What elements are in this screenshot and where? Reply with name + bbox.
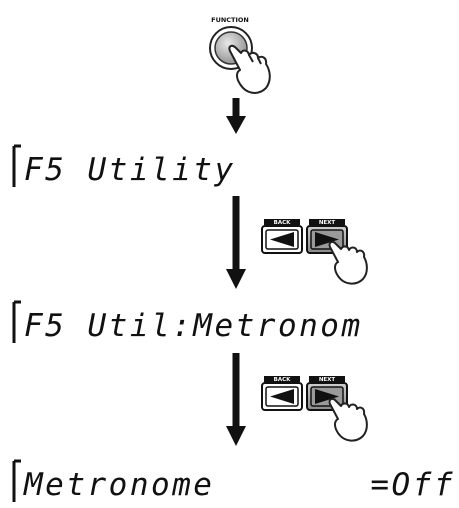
down-arrow-1 bbox=[226, 98, 246, 134]
pressing-hand-icon bbox=[228, 44, 271, 94]
function-button-label: FUNCTION bbox=[211, 16, 249, 24]
lcd-display-1-text: F5 Utility bbox=[24, 152, 236, 188]
lcd-display-2-text: F5 Util:Metronom bbox=[24, 308, 363, 344]
pressing-hand-icon bbox=[328, 240, 368, 285]
back-button-1[interactable]: BACK bbox=[261, 219, 303, 254]
back-button-label: BACK bbox=[274, 220, 291, 226]
back-button-2[interactable]: BACK bbox=[261, 376, 303, 411]
down-arrow-3 bbox=[226, 353, 246, 446]
next-button-label: NEXT bbox=[319, 220, 336, 226]
lcd-display-3-right-text: =Off bbox=[370, 467, 455, 503]
back-next-buttons-1: BACK NEXT bbox=[261, 219, 368, 285]
lcd-display-3: Metronome =Off bbox=[12, 459, 455, 503]
left-triangle-icon bbox=[270, 232, 294, 247]
back-button-label: BACK bbox=[274, 377, 291, 383]
pressing-hand-icon bbox=[328, 397, 368, 442]
next-button-label: NEXT bbox=[319, 377, 336, 383]
back-next-buttons-2: BACK NEXT bbox=[261, 376, 368, 442]
function-button[interactable]: FUNCTION bbox=[209, 16, 271, 94]
down-arrow-2 bbox=[226, 196, 246, 289]
lcd-display-2: F5 Util:Metronom bbox=[12, 300, 363, 344]
left-triangle-icon bbox=[270, 389, 294, 404]
lcd-display-3-left-text: Metronome bbox=[23, 467, 214, 503]
right-triangle-icon bbox=[315, 389, 339, 404]
lcd-display-1: F5 Utility bbox=[12, 144, 236, 188]
right-triangle-icon bbox=[315, 232, 339, 247]
